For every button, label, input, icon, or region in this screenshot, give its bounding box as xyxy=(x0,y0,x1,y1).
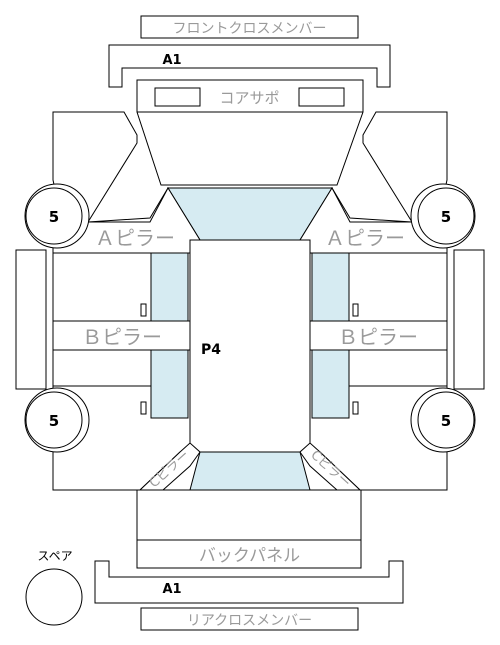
back-panel-label: バックパネル xyxy=(199,546,300,566)
back-panel-box[interactable] xyxy=(136,539,362,569)
wheel-front-right[interactable]: 5 xyxy=(410,183,476,249)
wheel-rear-right-inner xyxy=(417,391,475,449)
rear-window[interactable] xyxy=(189,451,311,491)
front-left-window[interactable] xyxy=(150,252,189,322)
wheel-front-right-inner xyxy=(417,187,475,245)
front-left-door-handle xyxy=(140,303,147,317)
front-a1-bracket[interactable] xyxy=(108,44,391,88)
core-support-label: コアサポ xyxy=(219,89,279,107)
spare-label: スペア xyxy=(37,549,72,563)
a-pillar-left-label: Ａピラー xyxy=(95,226,175,250)
b-pillar-left[interactable] xyxy=(52,320,191,351)
front-right-window[interactable] xyxy=(311,252,350,322)
roof-label: P4 xyxy=(201,342,221,358)
wheel-front-left[interactable]: 5 xyxy=(24,183,90,249)
wheel-rear-right-value: 5 xyxy=(441,412,451,430)
wheel-rear-left-value: 5 xyxy=(49,412,59,430)
wheel-rear-right[interactable]: 5 xyxy=(410,387,476,453)
front-cross-member-label: フロントクロスメンバー xyxy=(173,21,327,37)
wheel-rear-left[interactable]: 5 xyxy=(24,387,90,453)
b-pillar-right-label: Ｂピラー xyxy=(338,325,418,349)
rear-a1-bracket[interactable] xyxy=(94,560,404,604)
wheel-front-left-value: 5 xyxy=(49,208,59,226)
wheel-front-left-inner xyxy=(25,187,83,245)
front-cross-member-box[interactable] xyxy=(140,15,359,39)
rear-right-door-handle xyxy=(352,401,359,415)
front-a1-label: A1 xyxy=(162,53,181,68)
wheel-rear-left-inner xyxy=(25,391,83,449)
front-right-door-handle xyxy=(352,303,359,317)
right-side-sill[interactable] xyxy=(453,249,485,390)
rear-cross-member-label: リアクロスメンバー xyxy=(187,613,312,629)
rear-left-door-handle xyxy=(140,401,147,415)
spare-tire-circle[interactable] xyxy=(25,568,83,626)
rear-left-window[interactable] xyxy=(150,349,189,419)
b-pillar-left-label: Ｂピラー xyxy=(82,325,162,349)
rear-right-window[interactable] xyxy=(311,349,350,419)
wheel-front-right-value: 5 xyxy=(441,208,451,226)
rear-a1-label: A1 xyxy=(162,582,181,597)
headlight-left[interactable] xyxy=(154,87,201,107)
left-side-sill[interactable] xyxy=(15,249,47,390)
a-pillar-right-label: Ａピラー xyxy=(325,226,405,250)
headlight-right[interactable] xyxy=(298,87,345,107)
rear-cross-member-box[interactable] xyxy=(140,607,359,631)
b-pillar-right[interactable] xyxy=(309,320,448,351)
trunk-lid[interactable] xyxy=(136,489,362,541)
